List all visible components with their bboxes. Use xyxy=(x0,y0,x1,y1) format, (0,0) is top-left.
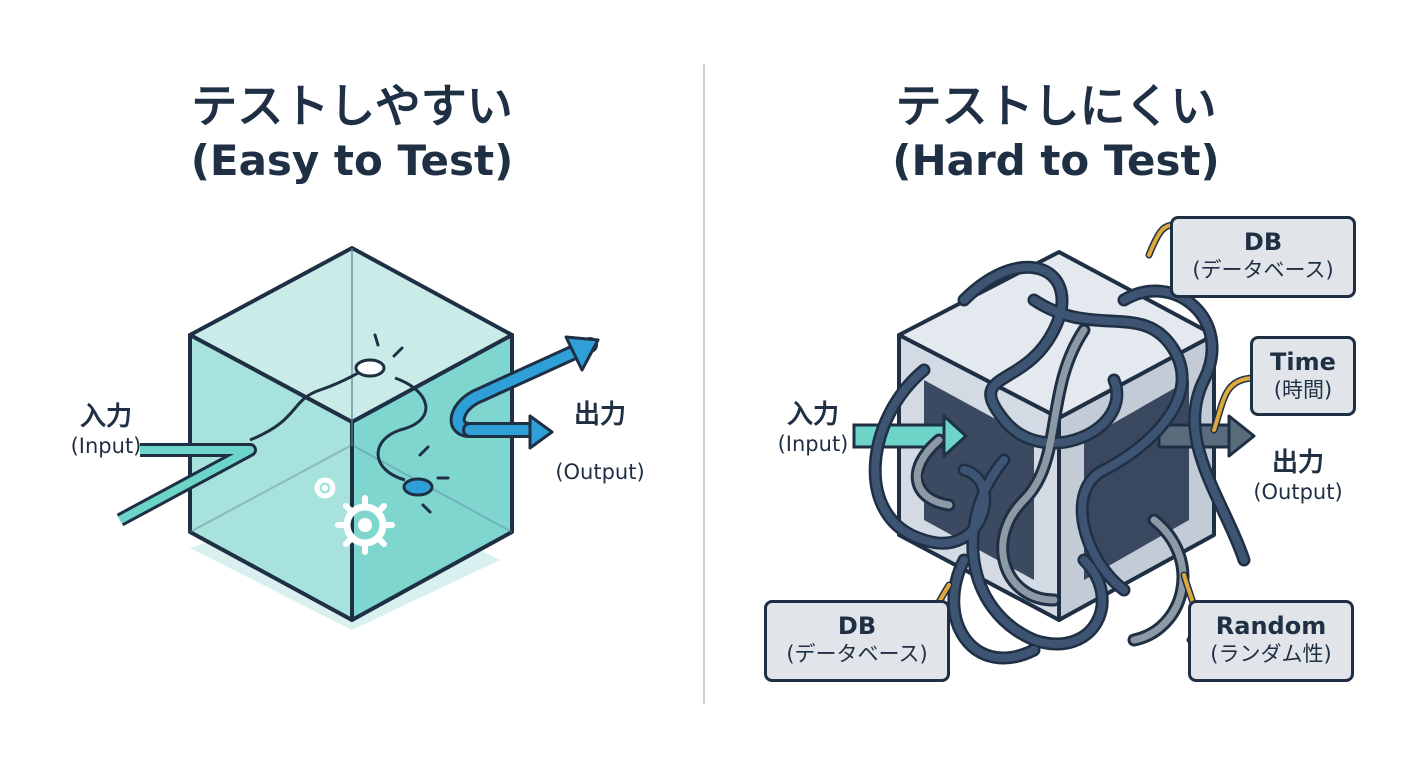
tag-db-bottom-sub: (データベース) xyxy=(786,642,928,666)
tag-time-sub: (時間) xyxy=(1273,378,1333,402)
hard-input-en: (Input) xyxy=(777,432,849,456)
hard-title: テストしにくい (Hard to Test) xyxy=(704,78,1408,188)
hard-output-label: 出力 (Output) xyxy=(1240,448,1356,506)
easy-title: テストしやすい (Easy to Test) xyxy=(0,78,704,188)
panel-divider xyxy=(703,64,705,704)
tag-random-title: Random xyxy=(1215,612,1327,640)
hard-input-jp: 入力 xyxy=(786,400,839,430)
easy-output-en: (Output) xyxy=(555,460,645,484)
tangled-wires xyxy=(868,221,1256,665)
tag-random-sub: (ランダム性) xyxy=(1210,642,1332,666)
process-node-bottom xyxy=(402,477,434,497)
tag-db-top: DB (データベース) xyxy=(1170,216,1356,298)
tag-db-bottom: DB (データベース) xyxy=(764,600,950,682)
gear-icon-large xyxy=(335,495,395,555)
easy-output-jp: 出力 xyxy=(573,400,626,430)
tag-db-top-title: DB xyxy=(1243,228,1283,256)
transparent-cube-illustration xyxy=(116,246,600,630)
gear-icon-small xyxy=(314,477,336,499)
tangled-cube-illustration xyxy=(852,221,1256,665)
easy-output-en-label: (Output) xyxy=(540,458,660,486)
tag-time-title: Time xyxy=(1270,348,1336,376)
hard-title-en: (Hard to Test) xyxy=(892,136,1220,185)
hard-output-en: (Output) xyxy=(1253,480,1343,504)
easy-input-jp: 入力 xyxy=(79,402,132,432)
hard-title-jp: テストしにくい xyxy=(895,79,1217,133)
easy-input-label: 入力 (Input) xyxy=(56,402,156,460)
hard-output-jp: 出力 xyxy=(1271,448,1324,478)
easy-input-en: (Input) xyxy=(70,434,142,458)
input-arrow xyxy=(118,446,254,524)
easy-output-jp-label: 出力 xyxy=(560,400,640,430)
hard-to-test-panel: テストしにくい (Hard to Test) xyxy=(704,0,1408,768)
easy-title-en: (Easy to Test) xyxy=(190,136,514,185)
tag-db-top-sub: (データベース) xyxy=(1192,258,1334,282)
tag-random: Random (ランダム性) xyxy=(1188,600,1354,682)
process-node-top xyxy=(354,358,386,378)
tag-db-bottom-title: DB xyxy=(837,612,877,640)
easy-to-test-panel: テストしやすい (Easy to Test) xyxy=(0,78,704,630)
hard-input-label: 入力 (Input) xyxy=(758,400,868,458)
tag-time: Time (時間) xyxy=(1250,336,1356,416)
easy-title-jp: テストしやすい xyxy=(191,79,513,133)
